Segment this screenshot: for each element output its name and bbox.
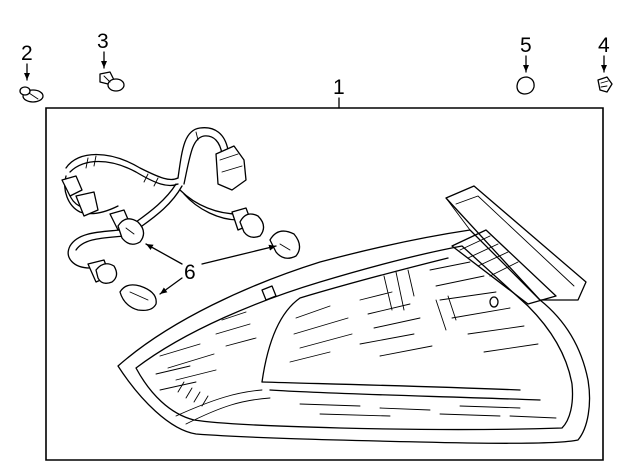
tail-lamp-housing (117, 185, 591, 444)
callout-2: 2 (19, 42, 44, 103)
callout-6-label: 6 (184, 261, 196, 284)
callout-3-label: 3 (97, 30, 109, 53)
callout-5-label: 5 (520, 34, 532, 57)
callout-6-arrow-upper-left (145, 243, 183, 265)
bolt-part-icon (99, 71, 125, 92)
bulb-lower-left (87, 259, 157, 312)
callout-3: 3 (97, 30, 125, 92)
bulb-upper-right (231, 207, 301, 259)
callout-6-arrow-lower-left (159, 277, 183, 295)
callout-1-label: 1 (333, 76, 345, 99)
assembly-frame (45, 107, 604, 461)
callout-6-arrow-upper-right (201, 244, 277, 265)
callout-5: 5 (516, 34, 535, 95)
harness-clip-lower (75, 191, 99, 217)
callout-2-label: 2 (21, 42, 33, 65)
grommet-part-icon (516, 76, 535, 95)
clip-nut-part-icon (597, 76, 613, 93)
callout-1: 1 (333, 76, 345, 109)
callout-4: 4 (597, 34, 613, 93)
wiring-harness (61, 127, 247, 269)
bulb-upper-left (109, 209, 145, 245)
screw-part-icon (19, 86, 44, 103)
harness-clip-left (61, 175, 83, 197)
callout-4-label: 4 (598, 34, 610, 57)
harness-connector (215, 145, 247, 191)
callout-6: 6 (145, 243, 277, 295)
